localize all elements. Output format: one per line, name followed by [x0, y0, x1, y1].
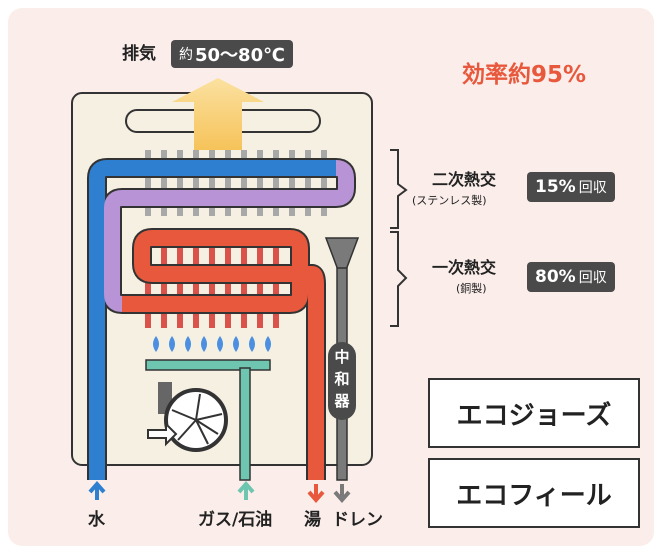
water-label: 水: [88, 510, 105, 530]
efficiency-text: 効率約95%: [462, 62, 587, 88]
product-box-ecofeel: エコフィール: [428, 458, 640, 528]
product-box-ecojozu: エコジョーズ: [428, 378, 640, 448]
secondary-word: 回収: [578, 180, 607, 196]
exhaust-temp-prefix: 約: [179, 47, 193, 63]
primary-word: 回収: [578, 270, 607, 286]
primary-pct: 80%: [535, 267, 576, 287]
gas-pipe: [145, 359, 271, 481]
fan: [147, 382, 228, 452]
hot-water-label: 湯: [304, 510, 321, 530]
water-pipe: [87, 158, 356, 480]
neutralizer-label: 中 和 器: [328, 346, 356, 412]
secondary-recovery-tag: 15% 回収: [527, 172, 615, 202]
burner-flames: [153, 336, 271, 352]
secondary-title: 二次熱交: [432, 170, 497, 189]
exhaust-temp-tag: 約 50〜80℃: [171, 40, 293, 68]
gas-oil-label: ガス/石油: [198, 510, 273, 530]
primary-recovery-tag: 80% 回収: [527, 262, 615, 292]
range-brackets: [390, 149, 408, 327]
exhaust-arrow: [172, 78, 264, 150]
primary-title: 一次熱交: [432, 258, 497, 277]
drain-label: ドレン: [332, 510, 383, 530]
drain-pipe: [324, 237, 360, 481]
neutralizer-char-2: 和: [334, 370, 350, 388]
exhaust-label: 排気: [122, 44, 156, 64]
neutralizer-char-1: 中: [334, 348, 350, 366]
secondary-pct: 15%: [535, 177, 576, 197]
neutralizer-char-3: 器: [334, 392, 350, 410]
primary-sub: (銅製): [456, 282, 487, 295]
secondary-sub: (ステンレス製): [412, 194, 487, 207]
exhaust-temp-value: 50〜80℃: [195, 45, 285, 66]
flow-arrows: [88, 480, 351, 504]
